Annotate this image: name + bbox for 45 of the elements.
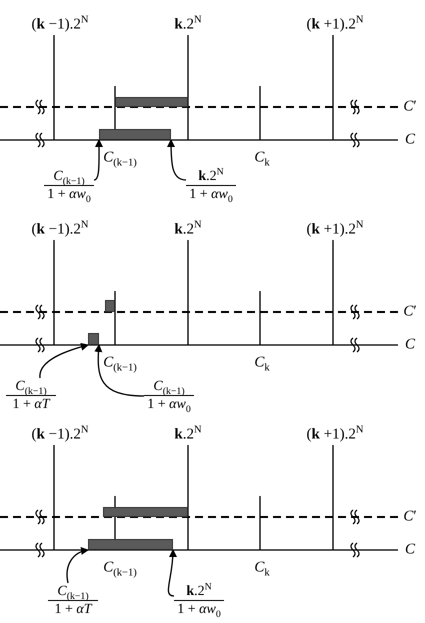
line-label: C bbox=[405, 542, 415, 558]
axis-label: k.2$^{N}$ bbox=[174, 222, 202, 238]
tick-label: C$_{(k−1)}$ bbox=[103, 150, 137, 166]
fraction-numerator: C$_{(k−1)}$ bbox=[52, 168, 86, 185]
tick-label: C$_{k}$ bbox=[254, 356, 270, 370]
tick-label: C$_{(k−1)}$ bbox=[103, 356, 137, 370]
fraction-denominator: 1 + αw$_{0}$ bbox=[44, 185, 94, 203]
leader-arrow bbox=[66, 547, 89, 584]
bar bbox=[88, 333, 99, 345]
bar bbox=[103, 507, 188, 517]
fraction-denominator: 1 + αw$_{0}$ bbox=[174, 600, 224, 618]
bar bbox=[105, 300, 115, 312]
line-label: C bbox=[405, 338, 415, 352]
fraction-numerator: C$_{(k−1)}$ bbox=[56, 583, 90, 600]
tick-label: C$_{k}$ bbox=[254, 150, 270, 166]
fraction-numerator: k.2$^{N}$ bbox=[197, 168, 225, 185]
line-label: C bbox=[405, 132, 415, 148]
tick-label: C$_{(k−1)}$ bbox=[103, 560, 137, 576]
axis-label: k.2$^{N}$ bbox=[174, 18, 202, 32]
axis-label: (k +1).2$^{N}$ bbox=[306, 428, 364, 442]
fraction-denominator: 1 + αT bbox=[48, 600, 98, 618]
leader-arrow bbox=[167, 139, 186, 181]
axis-label: (k +1).2$^{N}$ bbox=[306, 222, 364, 238]
line-label: C′ bbox=[403, 100, 417, 114]
axis-label: (k +1).2$^{N}$ bbox=[306, 18, 364, 32]
fraction-numerator: k.2$^{N}$ bbox=[185, 583, 213, 600]
fraction-denominator: 1 + αT bbox=[6, 395, 56, 413]
leader-arrow bbox=[39, 342, 89, 378]
axis-label: (k −1).2$^{N}$ bbox=[32, 222, 88, 238]
fraction-denominator: 1 + αw$_{0}$ bbox=[144, 395, 194, 413]
axis-label: k.2$^{N}$ bbox=[174, 428, 202, 442]
bar bbox=[99, 129, 171, 140]
bar bbox=[88, 539, 173, 550]
fraction-denominator: 1 + αw$_{0}$ bbox=[186, 185, 236, 203]
axis-label: (k −1).2$^{N}$ bbox=[32, 18, 88, 32]
leader-arrow bbox=[94, 139, 104, 181]
bar bbox=[115, 97, 188, 107]
line-label: C′ bbox=[403, 510, 417, 524]
tick-label: C$_{k}$ bbox=[254, 560, 270, 576]
line-label: C′ bbox=[403, 304, 417, 320]
fraction-numerator: C$_{(k−1)}$ bbox=[152, 378, 186, 395]
fraction-numerator: C$_{(k−1)}$ bbox=[14, 378, 48, 395]
axis-label: (k −1).2$^{N}$ bbox=[32, 428, 88, 442]
leader-arrow bbox=[168, 549, 177, 597]
leader-arrow bbox=[94, 344, 144, 397]
